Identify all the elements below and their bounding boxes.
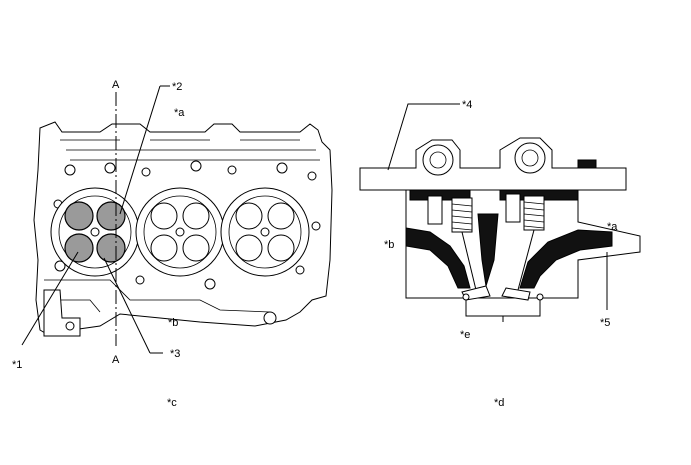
lifter-exhaust — [505, 193, 521, 223]
section-mark-top: A — [112, 79, 120, 91]
cylinder-head-cross-section: *4 *a *b *5 *e *d — [359, 99, 641, 409]
valve-seat-intake-1 — [64, 201, 94, 231]
callout-a-right: *a — [607, 221, 618, 233]
head-top-ribs — [60, 139, 320, 161]
lifter-intake — [427, 195, 443, 225]
caption-left: *c — [167, 397, 177, 409]
callout-e: *e — [460, 329, 470, 341]
callout-b-left: *b — [168, 317, 178, 329]
head-lower-ribs — [44, 279, 271, 313]
valve-seat-intake-2 — [96, 201, 126, 231]
valve-seat-exhaust-1 — [64, 233, 94, 263]
leader-c4 — [387, 103, 460, 171]
combustion-chamber-1 — [50, 187, 140, 277]
leader-c1 — [21, 251, 79, 346]
callout-a-left: *a — [174, 107, 185, 119]
section-cut-right-port — [519, 229, 613, 289]
leader-e — [465, 300, 541, 322]
caption-right: *d — [494, 397, 504, 409]
leader-c3 — [103, 257, 151, 354]
camshaft-exhaust — [514, 142, 546, 174]
section-cut-left-port — [405, 227, 471, 289]
cylinder-head-top-view: A A *2 *a *b *1 *3 *c — [12, 79, 333, 409]
section-cut-center — [477, 213, 499, 287]
valve-assembly-exhaust — [501, 195, 545, 301]
callout-b-right: *b — [384, 239, 394, 251]
callout-c3: *3 — [170, 348, 180, 360]
valve-seat-exhaust-2 — [96, 233, 126, 263]
callout-c5: *5 — [600, 317, 610, 329]
leader-c2 — [119, 85, 161, 215]
head-bolt-holes — [53, 160, 321, 325]
combustion-chamber-2 — [135, 187, 225, 277]
valve-seat-mark-exhaust — [536, 293, 544, 301]
camshaft-intake — [422, 144, 454, 176]
combustion-chamber-3 — [220, 187, 310, 277]
callout-c4: *4 — [462, 99, 472, 111]
section-mark-bottom: A — [112, 354, 120, 366]
callout-c2: *2 — [172, 81, 182, 93]
callout-c1: *1 — [12, 359, 22, 371]
valve-seat-mark-intake — [462, 293, 470, 301]
